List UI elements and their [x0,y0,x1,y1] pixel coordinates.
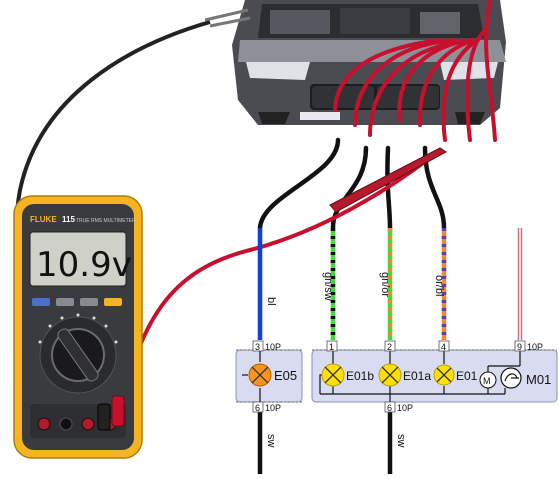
svg-text:1: 1 [329,342,334,352]
meter-button-2[interactable] [56,298,74,306]
meter-model-desc: TRUE RMS MULTIMETER [76,218,136,224]
harness-wires [333,0,497,142]
svg-text:M: M [483,376,491,386]
svg-text:6: 6 [387,403,392,413]
black-feed-wires [257,137,447,231]
svg-text:9: 9 [517,342,522,352]
meter-button-4[interactable] [104,298,122,306]
svg-text:2: 2 [387,342,392,352]
pin-6-mid: 6 [384,401,396,413]
black-probe-clip [204,8,251,28]
label-m01: M01 [526,372,551,387]
meter-jack-a[interactable] [37,417,51,431]
label-wire-gnsw: gn/sw [322,272,334,301]
meter-button-3[interactable] [80,298,98,306]
actuator-icon [500,367,522,389]
red-probe [329,147,447,213]
svg-text:3: 3 [255,342,260,352]
meter-brand: FLUKE [30,215,57,224]
connector-10p-top-right: 10P [527,342,543,352]
multimeter: FLUKE 115 TRUE RMS MULTIMETER 10.9v [13,195,143,459]
meter-jack-v[interactable] [81,417,95,431]
label-e05: E05 [274,368,297,383]
motor-icon: M [479,371,497,389]
meter-model: 115 [62,215,75,224]
pin-4: 4 [438,340,450,352]
pin-9: 9 [514,340,526,352]
svg-text:4: 4 [441,342,446,352]
connector-10p-bottom-mid: 10P [397,403,413,413]
connector-10p-top-left: 10P [265,342,281,352]
car-front-image [232,0,506,125]
label-wire-sw-left: sw [265,434,277,448]
lamp-e05-icon [242,363,272,387]
label-wire-gnor: gn/or [379,272,391,297]
meter-reading: 10.9v [36,245,132,285]
label-wire-sw-mid: sw [395,434,407,448]
meter-selector-dial[interactable] [51,327,105,383]
pin-2: 2 [384,340,396,352]
meter-red-plug [111,395,125,427]
meter-black-plug [97,403,111,431]
label-e01b: E01b [346,369,374,383]
pin-1: 1 [326,340,338,352]
meter-button-1[interactable] [32,298,50,306]
pin-3: 3 [252,340,264,352]
meter-jack-com[interactable] [59,417,73,431]
meter-display [29,231,127,287]
label-e01: E01 [456,369,478,383]
lamp-e01b-icon [321,363,345,387]
label-wire-orbl: or/bl [433,275,445,296]
label-wire-bl: bl [265,297,277,306]
meter-dial-marks [38,313,118,344]
lamp-e01a-icon [378,363,402,387]
label-e01a: E01a [403,369,431,383]
svg-text:6: 6 [255,403,260,413]
lamp-e01-icon [433,364,455,386]
connector-10p-bottom-left: 10P [265,403,281,413]
internal-circuit [319,351,521,402]
pin-6-left: 6 [252,401,264,413]
